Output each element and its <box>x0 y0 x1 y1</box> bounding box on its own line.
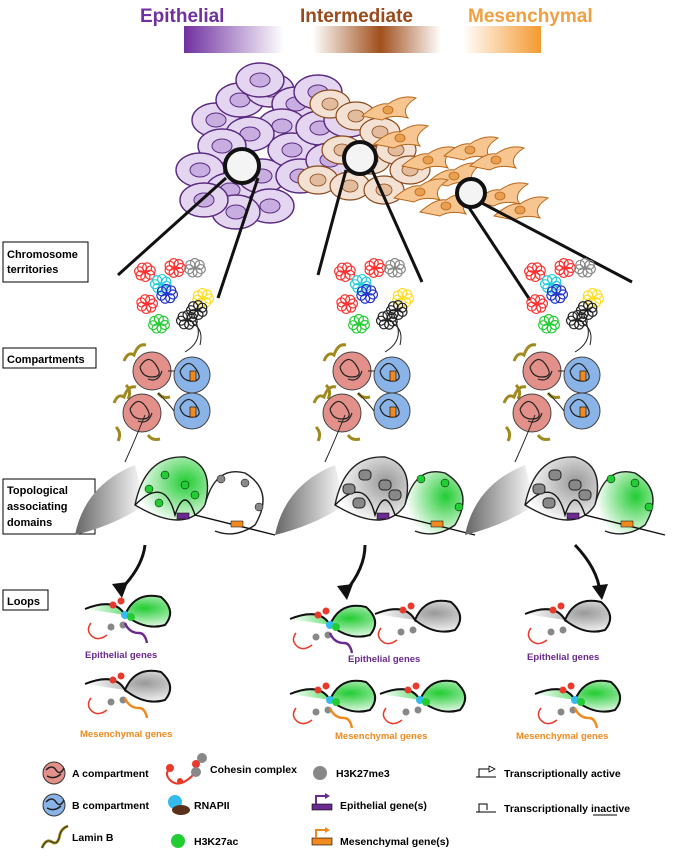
chromatin-loop <box>534 679 622 729</box>
legend-transcriptionally-active: Transcriptionally active <box>504 768 621 780</box>
mesenchymal-cell <box>372 124 430 149</box>
epithelial-title: Epithelial <box>140 6 224 27</box>
tad-label-line2: associating <box>7 501 68 513</box>
chromatin-loop <box>379 679 467 725</box>
chromosome-label-line2: territories <box>7 264 58 276</box>
compartments <box>312 322 411 442</box>
magnifier-lines <box>116 169 633 301</box>
tad <box>75 456 276 536</box>
legend-mesenchymal-gene-icon <box>311 827 333 846</box>
intermediate-cell <box>329 171 371 201</box>
a-compartment <box>512 393 552 433</box>
column-2 <box>275 257 476 536</box>
legend-a-compartment-icon <box>42 761 66 785</box>
arrow-head <box>112 582 128 598</box>
col3-epithelial-genes-label: Epithelial genes <box>527 652 599 663</box>
chromosome-territory <box>333 257 415 334</box>
mesenchymal-cell <box>468 146 526 171</box>
col1-epithelial-genes-label: Epithelial genes <box>85 650 157 661</box>
mesenchymal-cell <box>472 182 530 207</box>
a-compartment <box>332 351 372 391</box>
legend: A compartment B compartment Lamin B Cohe… <box>40 753 630 849</box>
legend-h3k27me3-icon <box>313 766 327 780</box>
magnifier-circles <box>223 140 487 209</box>
chromosome-label-line1: Chromosome <box>7 249 78 261</box>
column-1 <box>75 257 276 536</box>
a-compartment <box>522 351 562 391</box>
legend-b-compartment-icon <box>42 793 66 817</box>
emt-gradient-bar <box>184 26 541 53</box>
legend-rnapii: RNAPII <box>194 800 230 812</box>
legend-cohesin-icon <box>166 753 207 785</box>
legend-active-icon <box>476 765 496 778</box>
column-3 <box>465 257 666 536</box>
level-label-loops: Loops <box>2 589 49 611</box>
a-compartment <box>322 393 362 433</box>
tad-label-line3: domains <box>7 517 52 529</box>
mesenchymal-cell <box>492 196 550 221</box>
mesenchymal-cell <box>392 178 450 203</box>
mesenchymal-cell <box>360 96 418 121</box>
col1-mesenchymal-genes-label: Mesenchymal genes <box>80 729 172 740</box>
chromatin-loop <box>84 594 172 644</box>
legend-h3k27ac: H3K27ac <box>194 836 239 848</box>
chromatin-loop <box>289 604 377 654</box>
mesenchymal-cell <box>442 136 500 161</box>
legend-lamin-b: Lamin B <box>72 832 114 844</box>
chromatin-loop <box>524 599 612 645</box>
legend-rnapii-icon <box>168 795 190 815</box>
level-label-compartments: Compartments <box>2 347 97 369</box>
chromatin-loop <box>289 679 377 729</box>
a-compartment <box>122 393 162 433</box>
legend-b-compartment: B compartment <box>72 800 150 812</box>
tad-label-line1: Topological <box>7 485 68 497</box>
chromosome-territory <box>523 257 605 334</box>
chromatin-loop <box>84 669 172 719</box>
a-compartment <box>132 351 172 391</box>
legend-inactive-icon <box>476 803 496 813</box>
level-label-chromosome-territories: Chromosome territories <box>2 241 89 283</box>
compartments <box>112 322 211 442</box>
tad <box>465 456 666 536</box>
legend-h3k27me3: H3K27me3 <box>336 768 390 780</box>
legend-transcriptionally-inactive: Transcriptionally inactive <box>504 803 630 815</box>
columns <box>75 257 666 729</box>
col2-epithelial-genes-label: Epithelial genes <box>348 654 420 665</box>
chromatin-funnel <box>275 465 345 535</box>
chromatin-funnel <box>465 465 535 535</box>
mesenchymal-cell <box>400 146 458 171</box>
legend-a-compartment: A compartment <box>72 768 149 780</box>
loop-gene-labels: Epithelial genes Mesenchymal genes Epith… <box>80 650 608 742</box>
chromatin-funnel <box>75 465 145 535</box>
compartments <box>502 322 601 442</box>
legend-cohesin: Cohesin complex <box>210 764 297 776</box>
mesenchymal-title: Mesenchymal <box>468 6 593 27</box>
legend-lamin-icon <box>40 824 69 849</box>
intermediate-title: Intermediate <box>300 6 413 27</box>
loops-label: Loops <box>7 596 40 608</box>
chromatin-loop <box>374 599 462 645</box>
chromosome-territory <box>133 257 215 334</box>
epithelial-cell <box>235 62 285 98</box>
lamin-b <box>112 385 161 442</box>
compartments-label: Compartments <box>7 354 85 366</box>
lamin-b <box>312 385 361 442</box>
col3-mesenchymal-genes-label: Mesenchymal genes <box>516 731 608 742</box>
legend-h3k27ac-icon <box>171 834 185 848</box>
arrow-head <box>337 584 353 600</box>
legend-epithelial-genes: Epithelial gene(s) <box>340 800 427 812</box>
arrow-head <box>592 584 608 600</box>
legend-mesenchymal-genes: Mesenchymal gene(s) <box>340 836 449 848</box>
emt-header: Epithelial Intermediate Mesenchymal <box>140 6 593 53</box>
col2-mesenchymal-genes-label: Mesenchymal genes <box>335 731 427 742</box>
tad <box>275 456 476 536</box>
lamin-b <box>502 385 551 442</box>
legend-epithelial-gene-icon <box>311 793 333 811</box>
loops-panels <box>84 594 622 729</box>
zoom-arrow <box>573 543 602 593</box>
